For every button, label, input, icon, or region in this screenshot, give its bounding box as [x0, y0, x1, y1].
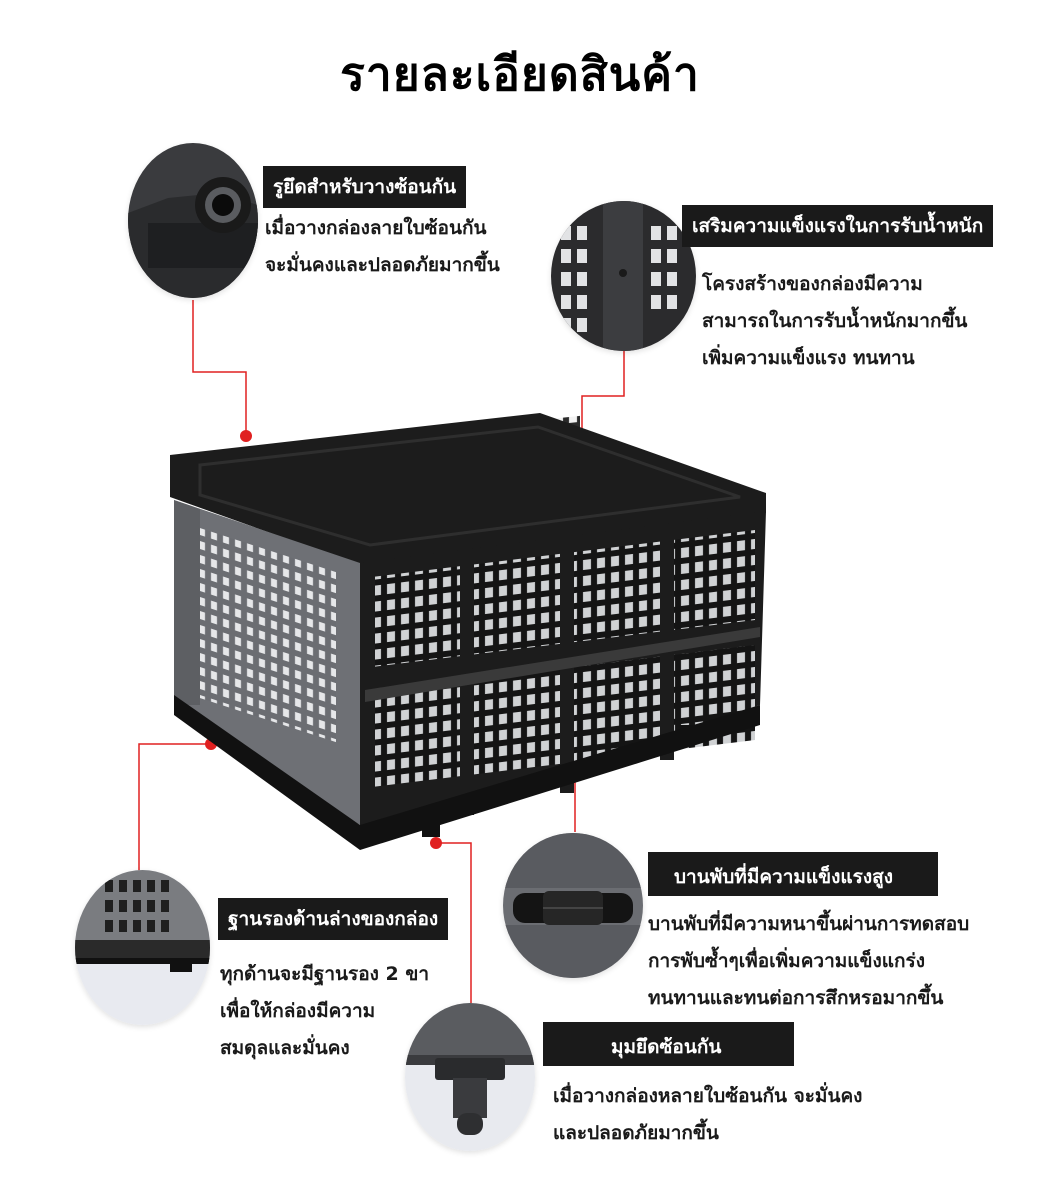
feature-desc-hinge: บานพับที่มีความหนาขึ้นผ่านการทดสอบ การพั… [648, 913, 970, 1009]
corner-photo [405, 1003, 535, 1151]
feature-desc-base: ทุกด้านจะมีฐานรอง 2 ขา เพื่อให้กล่องมีคว… [220, 963, 430, 1059]
corner-icon [405, 1003, 535, 1151]
feature-desc-corner: เมื่อวางกล่องหลายใบซ้อนกัน จะมั่นคง และป… [553, 1085, 863, 1144]
pointer-dot-stack-hole [240, 430, 252, 442]
stack-hole-photo [128, 143, 258, 298]
stack-hole-icon [128, 143, 258, 298]
base-icon [75, 870, 210, 1025]
feature-desc-reinforce: โครงสร้างของกล่องมีความ สามารถในการรับน้… [702, 273, 968, 369]
feature-label-base: ฐานรองด้านล่างของกล่อง [218, 898, 449, 940]
reinforce-photo [551, 201, 696, 351]
crate-image [170, 413, 766, 850]
base-photo [75, 870, 210, 1025]
hinge-icon [503, 833, 643, 978]
feature-label-corner: มุมยึดซ้อนกัน [543, 1022, 794, 1066]
pointer-dot-corner [430, 837, 442, 849]
feature-label-stack-hole: รูยึดสำหรับวางซ้อนกัน [263, 166, 467, 208]
feature-desc-stack-hole: เมื่อวางกล่องลายใบซ้อนกัน จะมั่นคงและปลอ… [265, 217, 500, 276]
reinforce-icon [551, 201, 696, 351]
page-title: รายละเอียดสินค้า [340, 47, 700, 101]
feature-label-hinge: บานพับที่มีความแข็งแรงสูง [648, 852, 938, 896]
feature-label-reinforce: เสริมความแข็งแรงในการรับน้ำหนัก [682, 205, 994, 247]
hinge-photo [503, 833, 643, 978]
